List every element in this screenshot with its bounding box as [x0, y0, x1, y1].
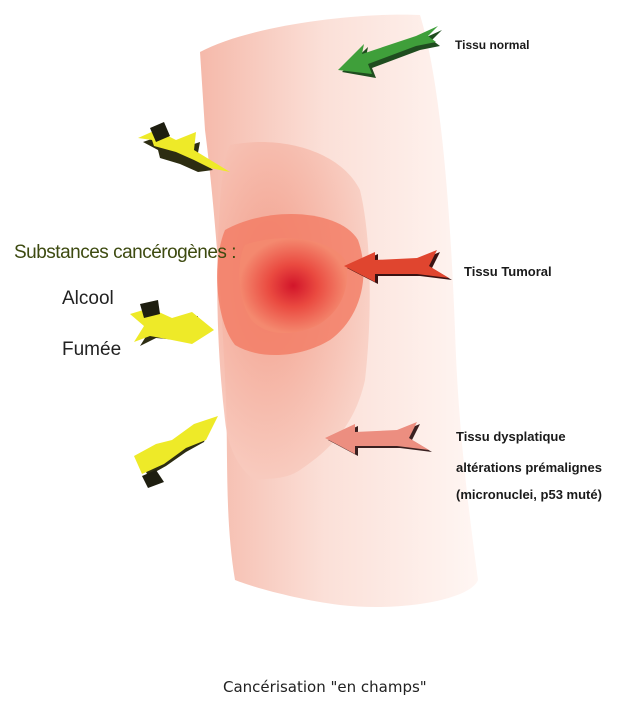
tumor-tissue-label: Tissu Tumoral — [464, 264, 552, 279]
dysplasia-label-line3: (micronuclei, p53 muté) — [456, 487, 602, 502]
carcinogen-arrow-bottom — [134, 416, 218, 488]
dysplasia-label-line1: Tissu dysplatique — [456, 429, 566, 444]
carcinogen-item-alcohol: Alcool — [62, 288, 114, 309]
figure-caption: Cancérisation "en champs" — [223, 678, 427, 696]
carcinogens-title: Substances cancérogènes : — [14, 242, 236, 263]
dysplasia-label-line2: altérations prémalignes — [456, 460, 602, 475]
carcinogen-arrow-middle — [130, 300, 214, 346]
normal-tissue-label: Tissu normal — [455, 38, 529, 52]
carcinogen-item-smoke: Fumée — [62, 339, 121, 360]
